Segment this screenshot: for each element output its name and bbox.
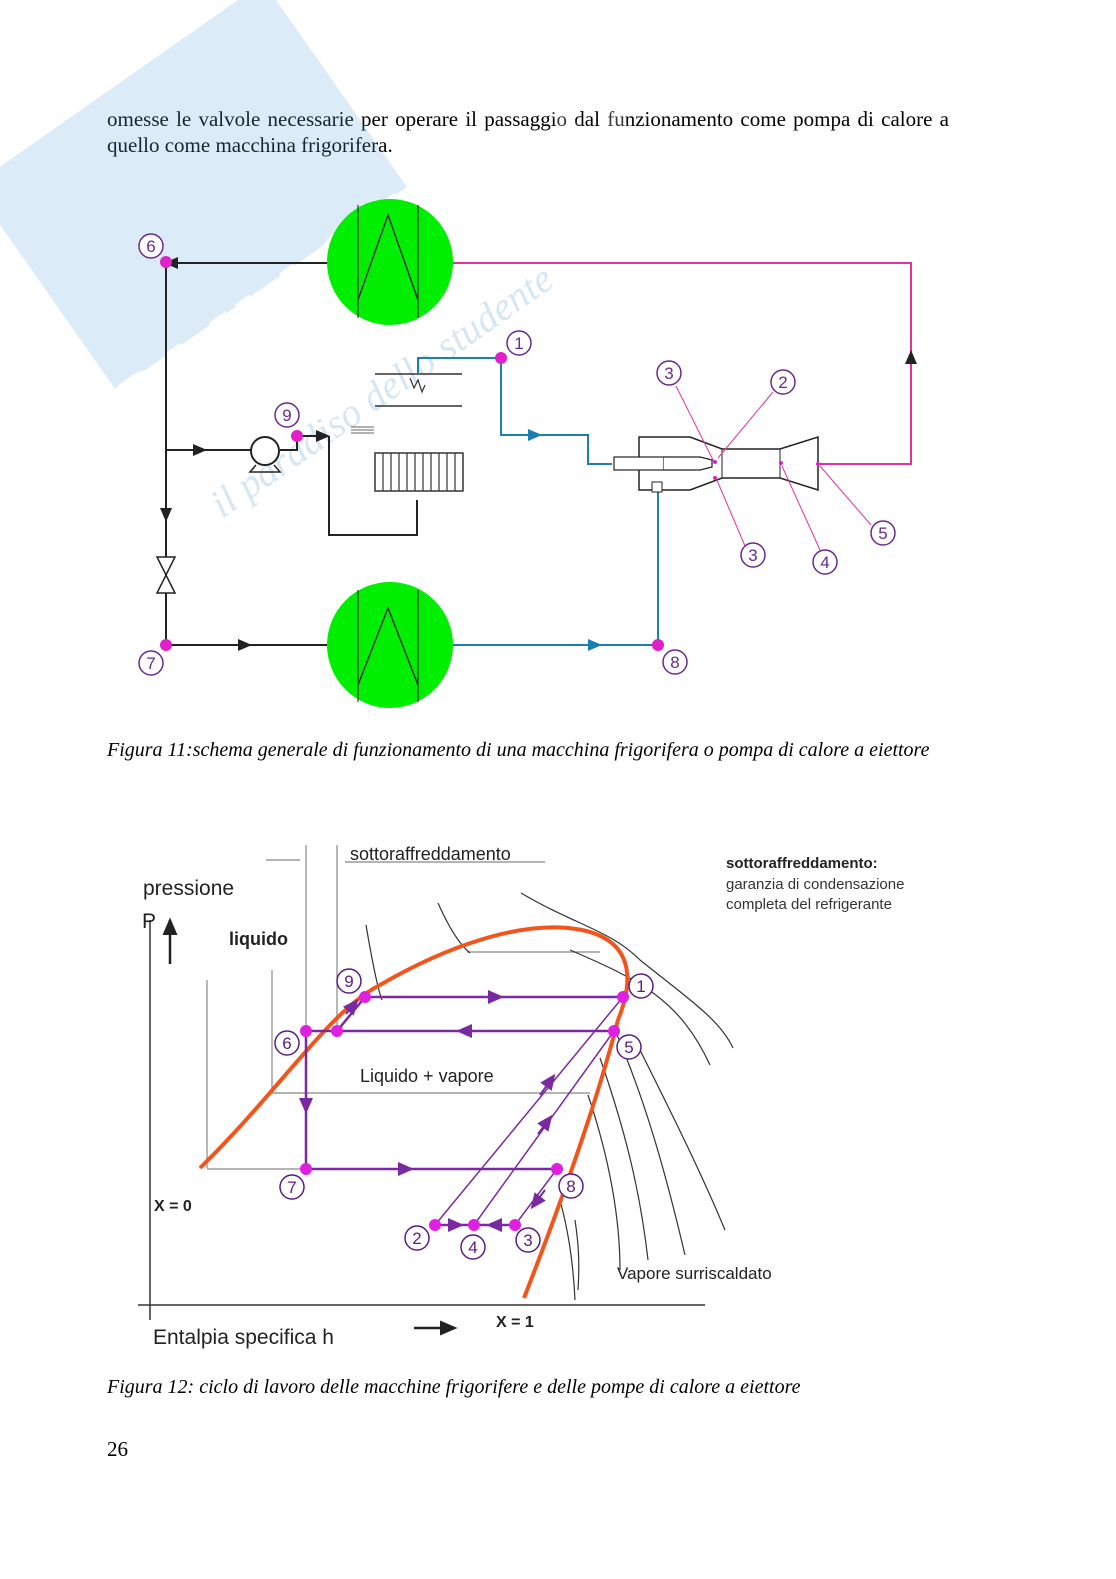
note-line-2: completa del refrigerante	[726, 896, 892, 913]
cycle-label-5: 5	[616, 1034, 642, 1060]
node-label-1: 1	[506, 330, 532, 356]
cycle-label-8: 8	[558, 1173, 584, 1199]
isotherm-lines	[365, 892, 734, 1301]
note-line-1: garanzia di condensazione	[726, 876, 904, 893]
node-label-7: 7	[138, 650, 164, 676]
x-axis-label: Entalpia specifica h	[153, 1326, 334, 1349]
figure-11-schema: 6 7 8 9 1 3 2 3 4 5	[138, 199, 917, 708]
y-axis-symbol: P	[142, 910, 156, 933]
node-label-8: 8	[662, 649, 688, 675]
svg-text:8: 8	[566, 1177, 575, 1196]
label-x0: X = 0	[154, 1198, 192, 1215]
svg-text:8: 8	[670, 653, 679, 672]
cycle-label-3: 3	[515, 1227, 541, 1253]
node-label-2: 2	[770, 369, 796, 395]
label-sottoraffreddamento: sottoraffreddamento	[350, 844, 511, 864]
evaporator-icon	[327, 582, 453, 708]
cycle-label-9: 9	[336, 968, 362, 994]
node-label-9: 9	[274, 402, 300, 428]
svg-text:5: 5	[878, 524, 887, 543]
svg-text:3: 3	[664, 364, 673, 383]
note-title: sottoraffreddamento:	[726, 855, 878, 872]
svg-text:1: 1	[514, 334, 523, 353]
pump-icon	[248, 436, 282, 473]
svg-text:3: 3	[748, 546, 757, 565]
svg-text:2: 2	[778, 373, 787, 392]
svg-text:7: 7	[287, 1178, 296, 1197]
label-x1: X = 1	[496, 1314, 534, 1331]
svg-text:1: 1	[636, 977, 645, 996]
figure-12-ph-diagram: 1 2 3 4 5 6 7 8 9 pressione P sottoraffr…	[138, 844, 904, 1349]
expansion-valve-icon	[155, 556, 177, 594]
label-vapore-surriscaldato: Vapore surriscaldato	[617, 1264, 772, 1283]
page-number: 26	[107, 1437, 128, 1461]
cycle-label-1: 1	[628, 973, 654, 999]
node-label-5: 5	[870, 520, 896, 546]
svg-text:9: 9	[282, 406, 291, 425]
svg-text:6: 6	[282, 1034, 291, 1053]
intro-paragraph: omesse le valvole necessarie per operare…	[107, 107, 949, 157]
figure-12-caption: Figura 12: ciclo di lavoro delle macchin…	[107, 1376, 801, 1398]
cycle-label-4: 4	[460, 1234, 486, 1260]
condenser-icon	[327, 199, 453, 325]
node-label-4: 4	[812, 549, 838, 575]
node-label-3-bottom: 3	[740, 542, 766, 568]
cycle-label-7: 7	[279, 1174, 305, 1200]
label-liquido: liquido	[229, 929, 288, 949]
cycle-label-2: 2	[404, 1225, 430, 1251]
saturation-curve	[198, 925, 630, 1299]
cycle-label-6: 6	[274, 1030, 300, 1056]
svg-text:2: 2	[412, 1229, 421, 1248]
y-axis-label: pressione	[143, 877, 234, 900]
svg-text:9: 9	[344, 972, 353, 991]
node-label-3-top: 3	[656, 360, 682, 386]
figure-11-caption: Figura 11:schema generale di funzionamen…	[107, 739, 930, 761]
ejector-icon	[613, 435, 820, 493]
svg-text:4: 4	[468, 1238, 477, 1257]
svg-text:6: 6	[146, 237, 155, 256]
label-liquido-vapore: Liquido + vapore	[360, 1066, 494, 1086]
svg-text:5: 5	[624, 1038, 633, 1057]
svg-text:4: 4	[820, 553, 829, 572]
node-label-6: 6	[138, 233, 164, 259]
svg-text:7: 7	[146, 654, 155, 673]
svg-text:3: 3	[523, 1231, 532, 1250]
